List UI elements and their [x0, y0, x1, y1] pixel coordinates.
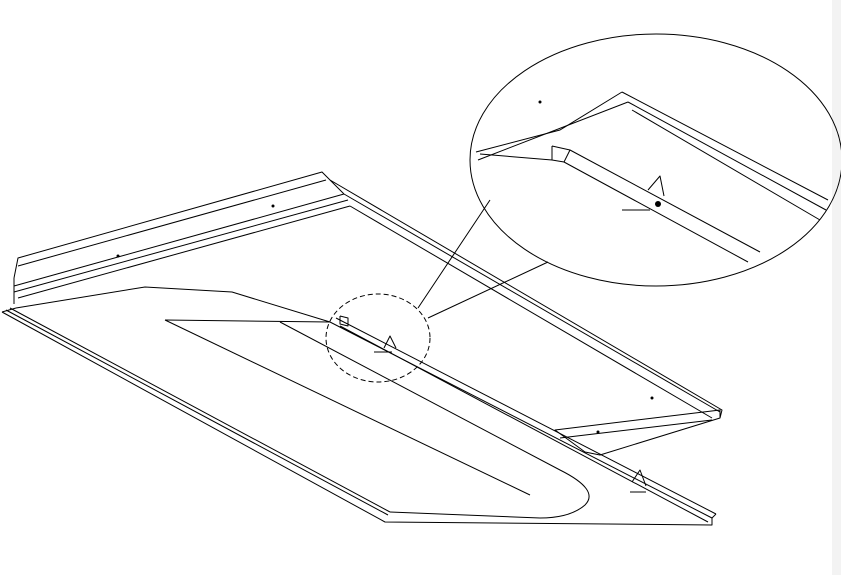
scroll-edge	[832, 0, 841, 575]
leader-lines	[417, 199, 549, 319]
latch-clips	[339, 315, 647, 493]
housing-end-panel	[554, 409, 721, 456]
detail-callout-circle	[325, 293, 431, 383]
magnified-detail	[469, 33, 841, 287]
housing	[13, 171, 723, 419]
door-frame	[1, 307, 717, 526]
reflector-lens	[15, 286, 590, 519]
